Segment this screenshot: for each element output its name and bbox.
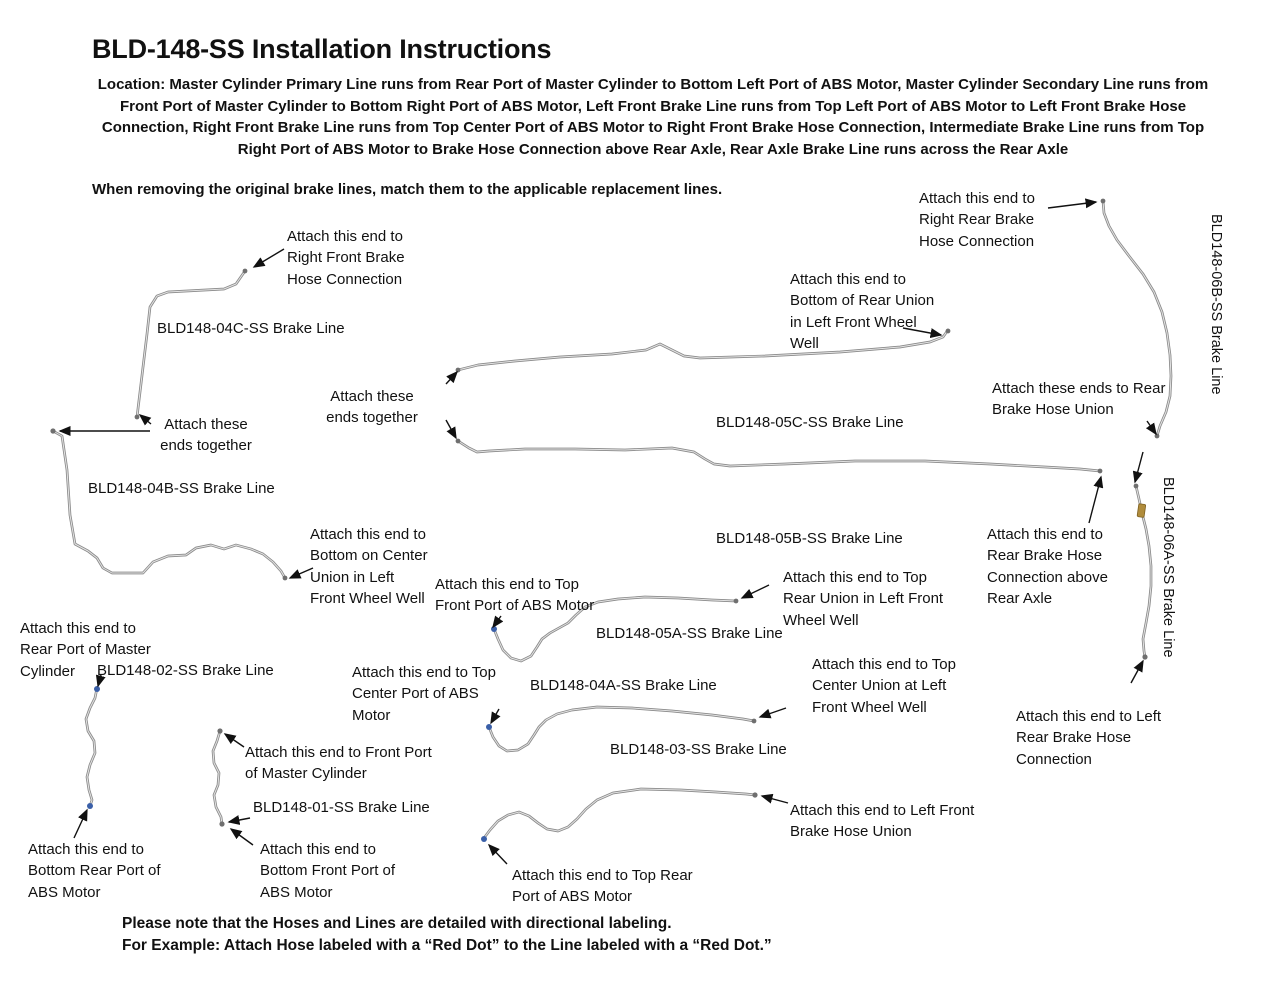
annotation-front-port-master: Attach this end to Front Port of Master …: [245, 744, 432, 783]
brake-line-01: [211, 729, 224, 826]
label-bld148-06b: BLD148-06B-SS Brake Line: [1208, 214, 1224, 395]
label-bld148-05c: BLD148-05C-SS Brake Line: [716, 414, 904, 431]
location-paragraph: Location: Master Cylinder Primary Line r…: [97, 76, 1209, 158]
line-end-fittings: [50, 198, 1160, 842]
footer-note-line1: Please note that the Hoses and Lines are…: [122, 915, 672, 932]
label-bld148-02: BLD148-02-SS Brake Line: [97, 662, 274, 679]
label-bld148-05b: BLD148-05B-SS Brake Line: [716, 530, 903, 547]
annotation-ends-together-left: Attach these ends together: [160, 416, 252, 455]
intro-note: When removing the original brake lines, …: [92, 181, 723, 198]
annotation-bottom-rear-union: Attach this end to Bottom of Rear Union …: [790, 271, 935, 353]
label-bld148-01: BLD148-01-SS Brake Line: [253, 799, 430, 816]
annotation-left-front-hose-union: Attach this end to Left Front Brake Hose…: [790, 802, 975, 841]
label-bld148-05a: BLD148-05A-SS Brake Line: [596, 625, 783, 642]
page-title: BLD-148-SS Installation Instructions: [92, 34, 552, 64]
annotation-left-rear-hose: Attach this end to Left Rear Brake Hose …: [1016, 708, 1162, 768]
annotation-top-rear-union: Attach this end to Top Rear Union in Lef…: [783, 569, 944, 629]
label-bld148-03: BLD148-03-SS Brake Line: [610, 741, 787, 758]
annotation-right-rear-hose: Attach this end to Right Rear Brake Hose…: [919, 190, 1035, 250]
brake-line-03: [482, 787, 757, 840]
annotation-top-center-port: Attach this end to Top Center Port of AB…: [352, 664, 496, 724]
annotation-bottom-rear-port: Attach this end to Bottom Rear Port of A…: [28, 841, 161, 901]
label-bld148-04c: BLD148-04C-SS Brake Line: [157, 320, 345, 337]
annotation-bottom-center-union: Attach this end to Bottom on Center Unio…: [310, 526, 428, 608]
brake-line-05b: [456, 439, 1102, 473]
annotation-rear-port-master: Attach this end to Rear Port of Master C…: [20, 620, 151, 680]
gold-union-fitting: [1136, 503, 1147, 518]
label-bld148-06a: BLD148-06A-SS Brake Line: [1160, 477, 1176, 658]
label-bld148-04b: BLD148-04B-SS Brake Line: [88, 480, 275, 497]
annotation-ends-together-center: Attach these ends together: [326, 388, 418, 427]
annotation-top-rear-port: Attach this end to Top Rear Port of ABS …: [512, 867, 693, 906]
annotation-top-front-port: Attach this end to Top Front Port of ABS…: [435, 576, 595, 615]
annotation-right-front-hose: Attach this end to Right Front Brake Hos…: [287, 228, 405, 288]
annotation-ends-rear-hose-union: Attach these ends to Rear Brake Hose Uni…: [992, 380, 1166, 419]
annotation-top-center-union: Attach this end to Top Center Union at L…: [812, 656, 956, 716]
annotation-bottom-front-port: Attach this end to Bottom Front Port of …: [260, 841, 396, 901]
label-bld148-04a: BLD148-04A-SS Brake Line: [530, 677, 717, 694]
annotation-rear-hose-above-axle: Attach this end to Rear Brake Hose Conne…: [987, 526, 1108, 608]
brake-line-02: [84, 686, 99, 808]
footer-note-line2: For Example: Attach Hose labeled with a …: [122, 937, 772, 954]
brake-line-04c: [135, 269, 247, 419]
annotation-arrows: [58, 198, 1157, 865]
